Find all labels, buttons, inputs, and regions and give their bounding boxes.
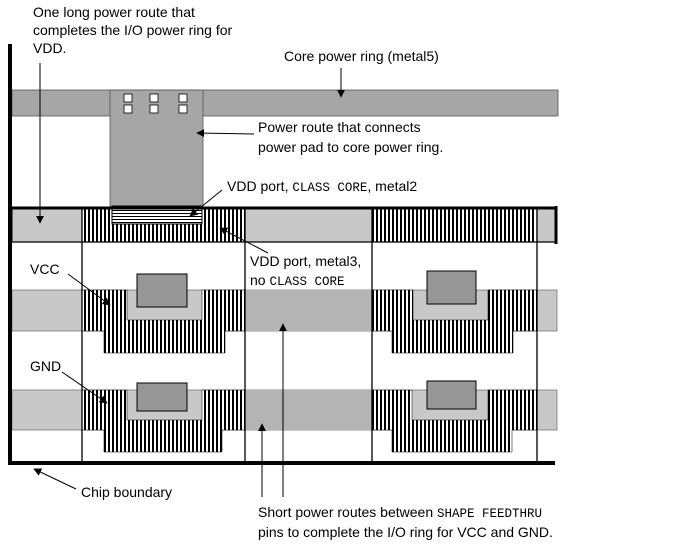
label-short-routes: Short power routes between SHAPE FEEDTHR… [258, 504, 553, 540]
label-vdd-route: One long power route that completes the … [33, 4, 236, 56]
vdd-port-class-core [111, 205, 203, 225]
vcc-short-route [245, 290, 372, 331]
core-power-ring [11, 89, 559, 117]
label-power-route: Power route that connects power pad to c… [258, 119, 443, 155]
vcc-pad-right [426, 270, 477, 305]
label-core-ring: Core power ring (metal5) [284, 48, 439, 64]
gnd-short-route [245, 390, 372, 430]
label-vcc: VCC [30, 261, 60, 277]
label-vdd-port-class-core: VDD port, CLASS CORE, metal2 [227, 178, 417, 195]
gnd-pad-right [426, 380, 477, 410]
gnd-pad-left [136, 382, 188, 412]
pad-cell-outlines [12, 206, 558, 462]
vcc-pad-left [136, 273, 188, 308]
leader-arrows [33, 63, 345, 497]
vdd-port-metal3-right [372, 208, 536, 242]
label-gnd: GND [30, 358, 61, 374]
via-squares [123, 93, 188, 114]
label-vdd-port-metal3: VDD port, metal3, no CLASS CORE [250, 253, 365, 289]
chip-boundary [8, 44, 555, 465]
label-chip-boundary: Chip boundary [81, 484, 172, 500]
